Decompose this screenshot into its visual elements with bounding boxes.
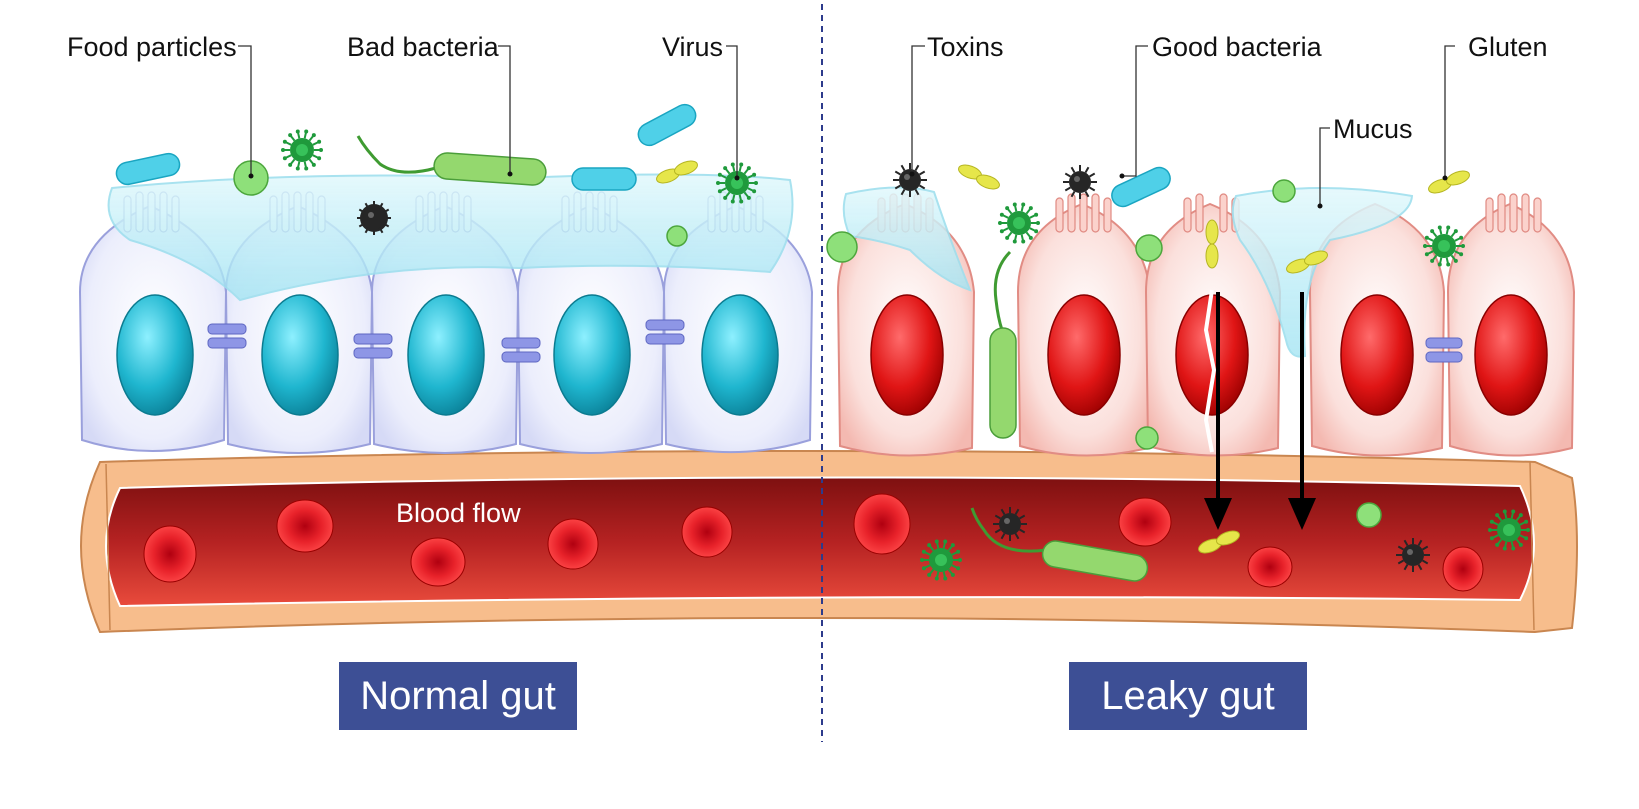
gluten-icon — [1198, 530, 1240, 554]
red-blood-cell — [410, 537, 466, 587]
cyan-particle-icon — [571, 167, 637, 191]
gluten-icon — [1205, 219, 1219, 269]
food-particle-icon — [1135, 234, 1163, 262]
food-particle-icon — [1135, 426, 1159, 450]
label-mucus: Mucus — [1333, 114, 1413, 144]
label-virus: Virus — [662, 32, 723, 62]
blood-vessel — [80, 450, 1578, 634]
bad-bacteria-icon — [356, 135, 547, 186]
gluten-icon — [958, 164, 1000, 190]
leaky-cell — [1144, 202, 1282, 457]
virus-icon — [1423, 225, 1465, 267]
label-toxins: Toxins — [927, 32, 1004, 62]
leak-arrow — [1288, 292, 1316, 530]
gluten-icon — [1286, 250, 1328, 274]
label-food-particles: Food particles — [67, 32, 237, 62]
virus-icon — [920, 539, 962, 581]
label-bad-bacteria: Bad bacteria — [347, 32, 500, 62]
food-particle-icon — [1272, 179, 1296, 203]
red-blood-cell — [276, 499, 334, 553]
leak-arrow — [1204, 292, 1232, 530]
toxin-icon — [357, 201, 391, 235]
callout-dots — [248, 171, 1448, 209]
food-particle-icon — [826, 231, 858, 263]
cyan-particle-icon — [115, 152, 181, 186]
gluten-icon — [656, 160, 698, 184]
good-bacteria-icon — [989, 250, 1017, 439]
cyan-particle-icon — [637, 103, 697, 147]
tight-junctions — [207, 319, 685, 363]
bad-bacteria-icon — [970, 507, 1149, 582]
label-blood-flow: Blood flow — [396, 498, 521, 528]
toxin-icon — [1396, 538, 1430, 572]
cyan-particle-icon — [1111, 166, 1171, 208]
tight-junction-leaky — [1425, 337, 1463, 363]
food-particle-icon — [666, 225, 688, 247]
red-blood-cell — [1442, 546, 1484, 592]
red-blood-cell — [143, 525, 197, 583]
panel-title-normal: Normal gut — [339, 662, 577, 730]
toxin-icon — [893, 163, 927, 197]
leaky-cell — [1308, 202, 1446, 457]
leaky-cell — [1016, 202, 1152, 457]
label-gluten: Gluten — [1468, 32, 1548, 62]
label-good-bacteria: Good bacteria — [1152, 32, 1323, 62]
red-blood-cell — [681, 506, 733, 558]
panel-title-leaky: Leaky gut — [1069, 662, 1307, 730]
red-blood-cell — [853, 493, 911, 555]
red-blood-cell — [1247, 546, 1293, 588]
callout-lines — [238, 45, 1455, 206]
leaky-mucus-patch — [1231, 187, 1414, 358]
normal-cell — [78, 204, 228, 452]
toxin-icon — [993, 507, 1027, 541]
virus-icon — [281, 129, 323, 171]
food-particle-icon — [1356, 502, 1382, 528]
virus-icon — [1488, 509, 1530, 551]
red-blood-cell — [1118, 497, 1172, 547]
red-blood-cell — [547, 518, 599, 570]
toxin-icon — [1063, 165, 1097, 199]
virus-icon — [998, 202, 1040, 244]
virus-icon — [716, 162, 758, 204]
gluten-icon — [1428, 170, 1470, 194]
leaky-cell — [1446, 202, 1576, 457]
